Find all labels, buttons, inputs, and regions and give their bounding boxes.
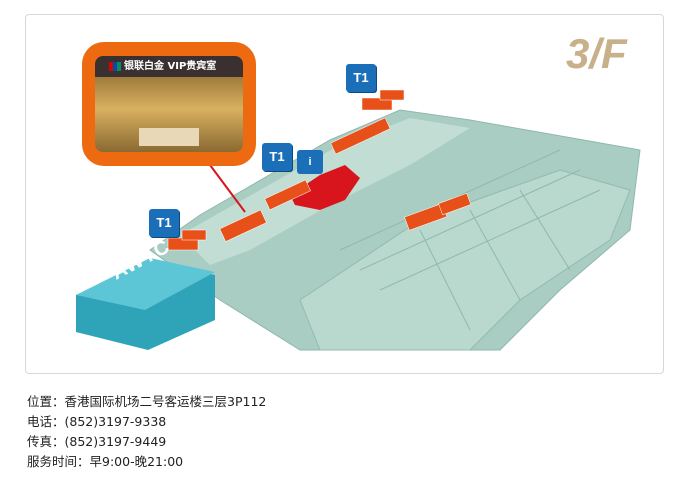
t1-marker[interactable]: T1 (262, 143, 292, 171)
lounge-details: 位置：香港国际机场二号客运楼三层3P112 电话：(852)3197-9338 … (27, 392, 266, 472)
information-icon[interactable]: i (297, 150, 323, 174)
t1-marker[interactable]: T1 (346, 64, 376, 92)
vip-lounge-photo: 银联白金 VIP贵宾室 (82, 42, 256, 166)
terminal-floor-map (76, 89, 641, 351)
reception-desk (139, 128, 199, 146)
floor-label: 3/F (566, 30, 627, 77)
awtc-building-top (76, 258, 215, 310)
t1-marker[interactable]: T1 (149, 209, 179, 237)
shops (167, 89, 472, 251)
photo-pointer (209, 164, 246, 213)
unionpay-logo-icon (109, 61, 121, 71)
location-text: 位置：香港国际机场二号客运楼三层3P112 (27, 394, 267, 409)
lounge-sign: 银联白金 VIP贵宾室 (109, 58, 229, 76)
hours-text: 服务时间：早9:00-晚21:00 (27, 454, 184, 469)
vip-lounge-highlight (290, 165, 360, 210)
phone-text: 电话：(852)3197-9338 (27, 414, 167, 429)
fax-text: 传真：(852)3197-9449 (27, 434, 167, 449)
